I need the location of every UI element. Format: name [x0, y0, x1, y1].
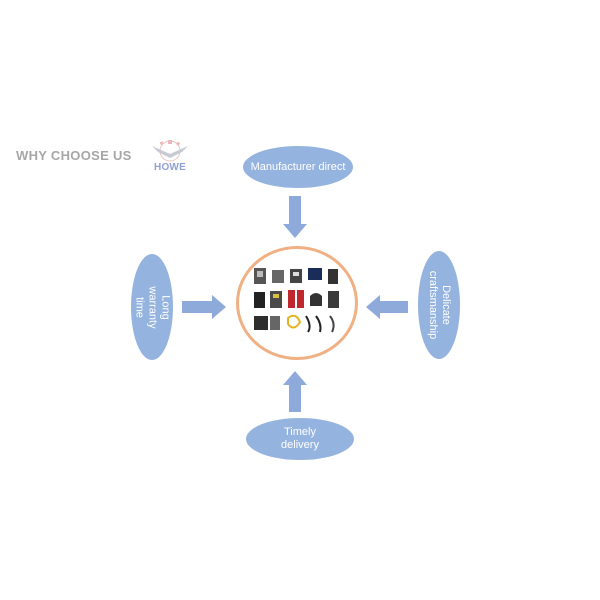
- product-item: [254, 316, 268, 330]
- arrow-left: [366, 295, 408, 319]
- product-item: [270, 291, 282, 308]
- arrow-right: [182, 295, 226, 319]
- section-title: WHY CHOOSE US: [16, 148, 132, 163]
- node-delicate-craftsmanship: Delicate craftsmanship: [418, 251, 460, 359]
- node-label-bottom: Timely delivery: [281, 426, 319, 451]
- product-item: [310, 293, 322, 306]
- product-item: [315, 315, 322, 333]
- product-item: [308, 268, 322, 280]
- node-label-left: Long warranty time: [133, 285, 172, 329]
- product-item: [287, 314, 302, 329]
- product-item: [305, 315, 311, 333]
- howe-logo: HOWE: [148, 138, 192, 176]
- product-item: [254, 292, 265, 308]
- product-item: [257, 271, 263, 277]
- product-item: [273, 294, 279, 298]
- node-manufacturer-direct: Manufacturer direct: [243, 146, 353, 188]
- arrow-down: [283, 196, 307, 238]
- node-label-right: Delicate craftsmanship: [427, 270, 453, 340]
- arrow-up: [283, 371, 307, 412]
- node-timely-delivery: Timely delivery: [246, 418, 354, 460]
- product-item: [297, 290, 304, 308]
- product-item: [272, 270, 284, 283]
- product-item: [329, 315, 335, 333]
- product-item: [328, 291, 339, 308]
- node-label-top: Manufacturer direct: [250, 160, 346, 173]
- product-item: [293, 272, 299, 276]
- product-item: [328, 269, 338, 284]
- product-collage-icon: [254, 268, 339, 333]
- product-item: [288, 290, 295, 308]
- product-item: [270, 316, 280, 330]
- node-long-warranty-time: Long warranty time: [131, 254, 173, 360]
- logo-text: HOWE: [154, 162, 186, 173]
- logo-emblem-icon: [152, 140, 188, 162]
